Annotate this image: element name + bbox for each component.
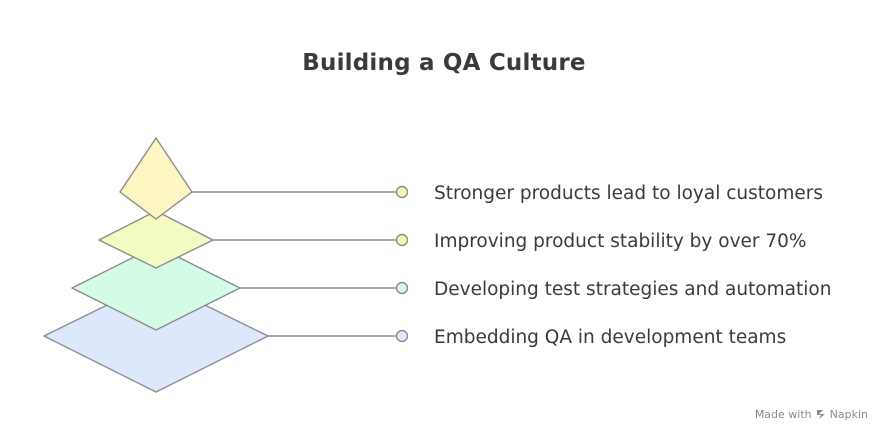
footer-prefix: Made with [754,408,812,421]
connector-dot-3 [395,281,409,295]
level-label-3: Developing test strategies and automatio… [434,279,832,300]
level-label-1: Stronger products lead to loyal customer… [434,183,823,204]
level-label-4: Embedding QA in development teams [434,327,787,348]
made-with-napkin-badge[interactable]: Made with Napkin [755,408,868,421]
connector-dot-2 [395,233,409,247]
connector-dot-1 [395,185,409,199]
connector-dot-4 [395,329,409,343]
pyramid-layer-3 [71,245,241,331]
footer-brand: Napkin [829,408,868,421]
pyramid-apex [119,137,193,220]
napkin-logo-icon [816,410,825,419]
diagram-title: Building a QA Culture [302,50,586,76]
level-label-2: Improving product stability by over 70% [434,231,807,252]
pyramid-layer-2 [98,210,214,269]
